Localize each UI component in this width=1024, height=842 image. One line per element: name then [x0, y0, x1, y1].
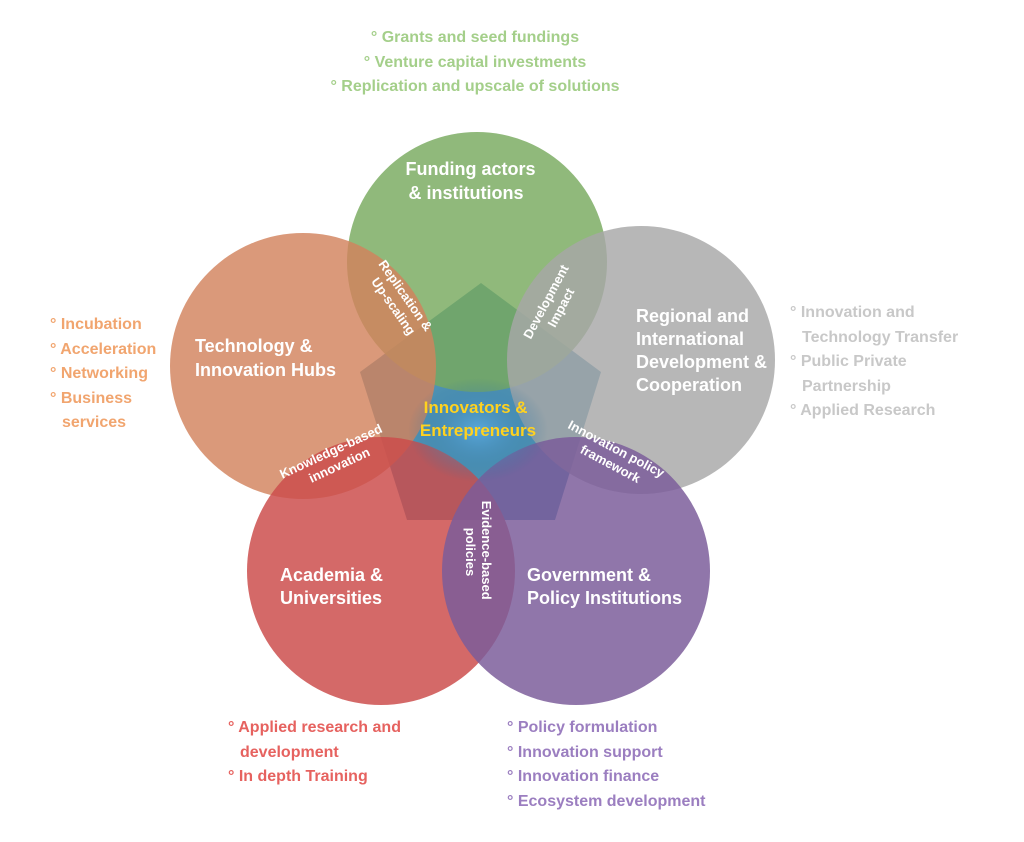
bullet-item: ° Incubation	[50, 316, 142, 333]
circle-government	[442, 437, 710, 705]
bullet-item: ° In depth Training	[228, 768, 368, 785]
bullet-item: ° Innovation finance	[507, 768, 660, 785]
bullet-item: ° Ecosystem development	[507, 792, 706, 810]
circle-label-funding: Funding actors & institutions	[405, 159, 540, 203]
circle-academia	[247, 437, 515, 705]
overlap-label-evidence: Evidence-based policies	[463, 501, 494, 604]
circle-label-hubs: Technology & Innovation Hubs	[195, 336, 336, 380]
circle-label-academia: Academia & Universities	[280, 565, 388, 608]
bullet-item: ° Venture capital investments	[363, 53, 587, 71]
bullets-academia: ° Applied research and development ° In …	[228, 716, 401, 790]
bullet-item: ° Applied Research	[790, 402, 936, 419]
circle-label-regional: Regional and International Development &…	[636, 306, 772, 395]
bullet-item: ° Replication and upscale of solutions	[330, 78, 620, 95]
bullets-government: ° Policy formulation ° Innovation suppor…	[507, 716, 705, 814]
bullet-item: ° Innovation support	[507, 743, 663, 761]
bullets-hubs: ° Incubation ° Acceleration ° Networking…	[50, 313, 156, 436]
bullet-item: ° Business	[50, 389, 132, 407]
circle-label-government: Government & Policy Institutions	[527, 565, 682, 608]
bullet-item-continuation: services	[62, 414, 127, 431]
bullets-regional: ° Innovation and Technology Transfer ° P…	[790, 301, 958, 424]
bullet-item-continuation: Partnership	[802, 377, 891, 395]
bullet-item: ° Innovation and	[790, 304, 915, 321]
center-label: Innovators & Entrepreneurs	[420, 398, 536, 440]
bullet-item: ° Acceleration	[50, 340, 157, 358]
bullet-item-continuation: development	[240, 743, 339, 761]
circle-regional	[507, 226, 775, 494]
bullet-item-continuation: Technology Transfer	[802, 328, 959, 346]
bullet-item: ° Grants and seed fundings	[370, 29, 580, 46]
bullet-item: ° Public Private	[790, 353, 907, 370]
bullet-item: ° Networking	[50, 365, 148, 382]
circle-hubs	[170, 233, 436, 499]
bullet-item: ° Applied research and	[228, 719, 401, 736]
bullets-funding: ° Grants and seed fundings ° Venture cap…	[0, 26, 950, 100]
center-glow	[408, 378, 548, 482]
bullet-item: ° Policy formulation	[507, 719, 658, 736]
